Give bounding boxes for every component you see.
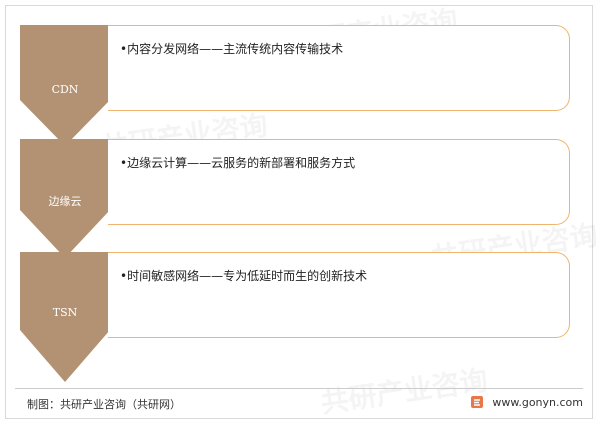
website-credit: www.gonyn.com [470,395,583,409]
stage-label-tsn: TSN [52,306,78,319]
stage-label-cdn: CDN [51,83,79,96]
chevron-edge-cloud [20,139,110,258]
chevron-tsn [20,252,110,382]
chevron-cdn [20,25,110,146]
gonyn-logo-icon [471,396,484,408]
process-chevrons [20,25,110,382]
stage-box-cdn: •内容分发网络——主流传统内容传输技术 [108,25,570,111]
stage-description-cdn: •内容分发网络——主流传统内容传输技术 [120,41,344,56]
stage-description-edge-cloud: •边缘云计算——云服务的新部署和服务方式 [120,155,356,170]
stage-box-tsn: •时间敏感网络——专为低延时而生的创新技术 [108,252,570,338]
website-url[interactable]: www.gonyn.com [492,395,583,409]
figure-frame [5,5,593,419]
stage-box-edge-cloud: •边缘云计算——云服务的新部署和服务方式 [108,139,570,225]
stage-description-tsn: •时间敏感网络——专为低延时而生的创新技术 [120,268,368,283]
footer: 制图：共研产业咨询（共研网） www.gonyn.com [5,388,593,419]
footer-divider [15,388,583,389]
source-note: 制图：共研产业咨询（共研网） [27,398,181,411]
stage-label-edge-cloud: 边缘云 [48,195,82,208]
